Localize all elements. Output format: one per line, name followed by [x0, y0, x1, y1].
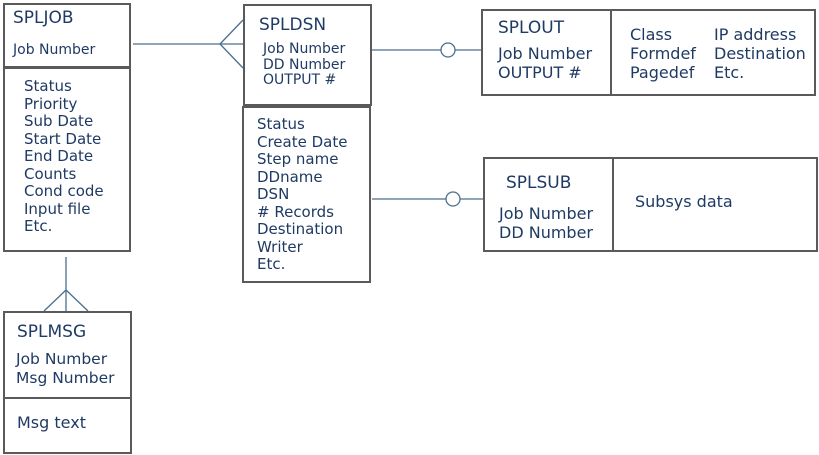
spldsn-field: Etc. [257, 255, 286, 273]
spljob-field: Etc. [24, 217, 53, 235]
splout-field-column-2: IP address Destination Etc. [714, 25, 806, 82]
spldsn-key: DD Number [263, 56, 346, 73]
splmsg-key-list: Job Number Msg Number [16, 350, 114, 388]
splout-field: Etc. [714, 63, 745, 82]
splsub-fields-box: Subsys data [612, 157, 818, 252]
spldsn-field: Status [257, 115, 305, 133]
spldsn-field: Writer [257, 237, 303, 256]
spldsn-key: Job Number [263, 41, 346, 57]
spldsn-title: SPLDSN [259, 15, 327, 35]
splout-key-list: Job Number OUTPUT # [498, 44, 592, 82]
spldsn-field: DDname [257, 167, 323, 186]
splout-field: Destination [714, 44, 806, 63]
spldsn-field: DSN [257, 185, 290, 203]
connector-spljob-splmsg [43, 257, 89, 312]
spljob-field: Start Date [24, 129, 102, 148]
spljob-field: Sub Date [24, 112, 94, 130]
splmsg-field: Msg text [17, 413, 86, 432]
splout-header-box: SPLOUT Job Number OUTPUT # [481, 9, 612, 96]
splout-field: Formdef [630, 44, 696, 63]
splout-field: Pagedef [630, 63, 695, 82]
connector-spljob-spldsn [133, 19, 244, 69]
splsub-key: Job Number [499, 204, 594, 223]
splmsg-key: Job Number [16, 350, 108, 368]
splout-fields-box: Class Formdef Pagedef IP address Destina… [610, 9, 816, 96]
spljob-field-list: Status Priority Sub Date Start Date End … [24, 77, 104, 236]
splsub-key: DD Number [499, 223, 593, 242]
spljob-header-box: SPLJOB Job Number [3, 3, 131, 68]
splsub-key-list: Job Number DD Number [499, 204, 593, 242]
splout-field-column-1: Class Formdef Pagedef [630, 25, 696, 82]
spldsn-fields-box: Status Create Date Step name DDname DSN … [242, 106, 371, 283]
connector-spldsn-splsub [372, 191, 483, 207]
spljob-key-job-number: Job Number [13, 42, 96, 58]
splout-field: IP address [714, 25, 797, 44]
splmsg-header-box: SPLMSG Job Number Msg Number [3, 311, 132, 399]
splsub-header-box: SPLSUB Job Number DD Number [483, 157, 614, 252]
splout-title: SPLOUT [498, 18, 565, 38]
splout-field: Class [630, 25, 673, 44]
spldsn-field: # Records [257, 202, 334, 221]
spljob-field: End Date [24, 147, 94, 165]
spljob-field: Counts [24, 164, 77, 183]
connector-spldsn-splout [372, 42, 482, 58]
spljob-fields-box: Status Priority Sub Date Start Date End … [3, 67, 131, 252]
spldsn-key: OUTPUT # [263, 72, 337, 88]
splout-key: OUTPUT # [498, 63, 582, 82]
splmsg-title: SPLMSG [17, 322, 87, 342]
spljob-field: Cond code [24, 182, 104, 200]
spljob-field: Priority [24, 94, 78, 113]
splsub-title: SPLSUB [506, 173, 572, 193]
spldsn-field: Destination [257, 220, 344, 238]
spldsn-field-list: Status Create Date Step name DDname DSN … [257, 115, 348, 274]
spldsn-field: Create Date [257, 132, 348, 151]
splmsg-key: Msg Number [16, 369, 115, 387]
splsub-field: Subsys data [635, 192, 733, 211]
spljob-title: SPLJOB [13, 8, 74, 28]
splmsg-fields-box: Msg text [3, 397, 132, 454]
spldsn-header-box: SPLDSN Job Number DD Number OUTPUT # [243, 4, 372, 106]
spljob-field: Input file [24, 199, 91, 218]
spldsn-key-list: Job Number DD Number OUTPUT # [263, 41, 346, 89]
splout-key: Job Number [498, 44, 593, 63]
spljob-field: Status [24, 77, 72, 95]
spldsn-field: Step name [257, 150, 339, 168]
